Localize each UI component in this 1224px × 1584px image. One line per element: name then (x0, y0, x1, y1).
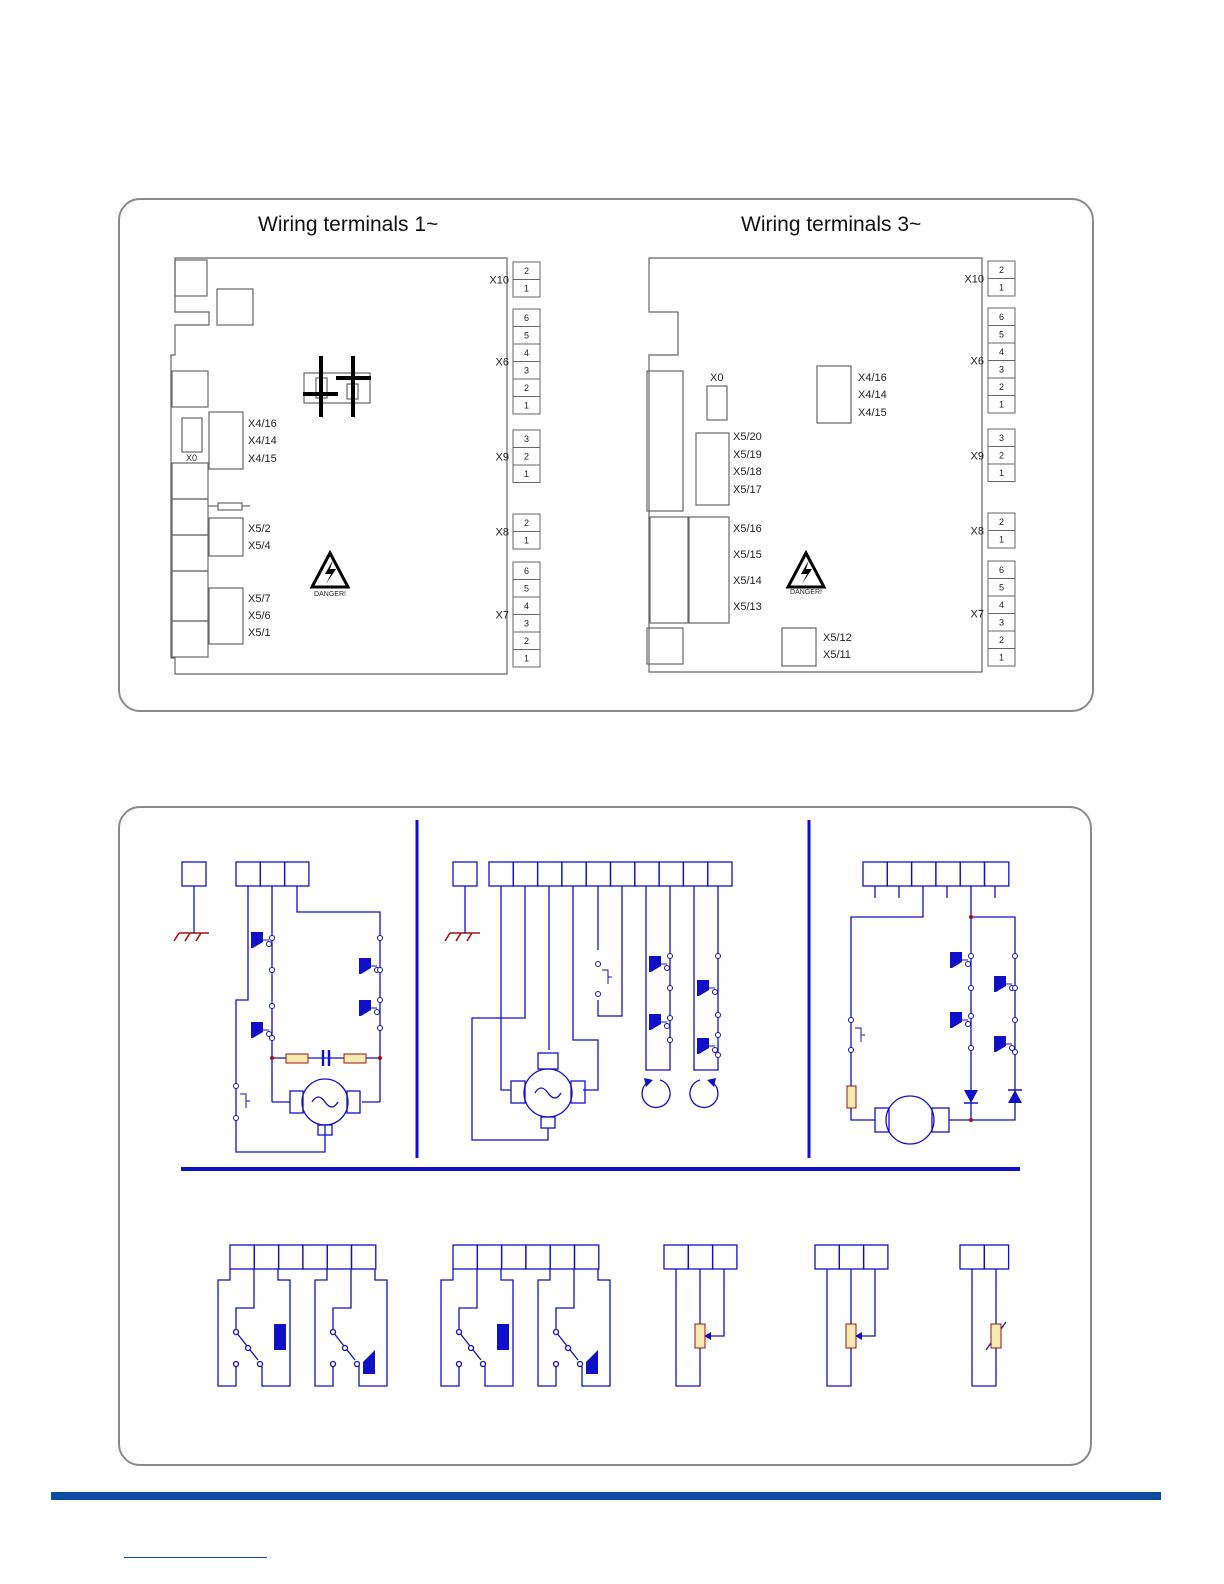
relay-icon (251, 932, 380, 1038)
relay-icon (950, 952, 1015, 1052)
terminal-block (285, 862, 309, 886)
footer-line (124, 1557, 267, 1558)
terminal-block (683, 862, 707, 886)
terminal-block (526, 1245, 550, 1269)
terminal-block (611, 862, 635, 886)
diode-icon (964, 1090, 1022, 1103)
terminal-block (236, 862, 260, 886)
thermistor-icon (991, 1324, 1001, 1348)
potentiometer-icon-1 (695, 1324, 705, 1348)
terminal-block (912, 862, 936, 886)
terminal-block (513, 862, 537, 886)
terminal-block (863, 862, 887, 886)
terminal-block (586, 862, 610, 886)
terminal-block (260, 862, 284, 886)
terminal-block (960, 1245, 984, 1269)
terminal-block (688, 1245, 712, 1269)
terminal-block (477, 1245, 501, 1269)
relay-icon (441, 1269, 610, 1386)
terminal-block (815, 1245, 839, 1269)
dc-motor-icon (886, 1096, 934, 1144)
terminal-block (230, 1245, 254, 1269)
terminal-block (550, 1245, 574, 1269)
footer-bar (51, 1492, 1161, 1500)
ground-icon-2 (445, 933, 480, 941)
terminal-block (453, 862, 477, 886)
relay-icon (218, 1269, 387, 1386)
terminal-block (279, 1245, 303, 1269)
terminal-block (664, 1245, 688, 1269)
terminal-block (453, 1245, 477, 1269)
terminal-block (182, 862, 206, 886)
resistor-2 (344, 1054, 366, 1063)
terminal-block (839, 1245, 863, 1269)
terminal-block (502, 1245, 526, 1269)
terminal-block (864, 1245, 888, 1269)
ground-icon-1 (174, 933, 209, 941)
terminal-block (575, 1245, 599, 1269)
terminal-block (489, 862, 513, 886)
terminal-block (960, 862, 984, 886)
terminal-block (538, 862, 562, 886)
terminal-block (659, 862, 683, 886)
terminal-block (352, 1245, 376, 1269)
terminal-block (713, 1245, 737, 1269)
terminal-block (635, 862, 659, 886)
terminal-block (303, 1245, 327, 1269)
terminal-block (254, 1245, 278, 1269)
terminal-block (327, 1245, 351, 1269)
terminal-block (985, 862, 1009, 886)
terminal-block (562, 862, 586, 886)
resistor-3 (847, 1086, 856, 1108)
terminal-block (708, 862, 732, 886)
terminal-block (936, 862, 960, 886)
relay-icon (649, 956, 718, 1054)
terminal-block (984, 1245, 1008, 1269)
potentiometer-icon-2 (846, 1324, 856, 1348)
terminal-block (887, 862, 911, 886)
resistor-1 (286, 1054, 308, 1063)
